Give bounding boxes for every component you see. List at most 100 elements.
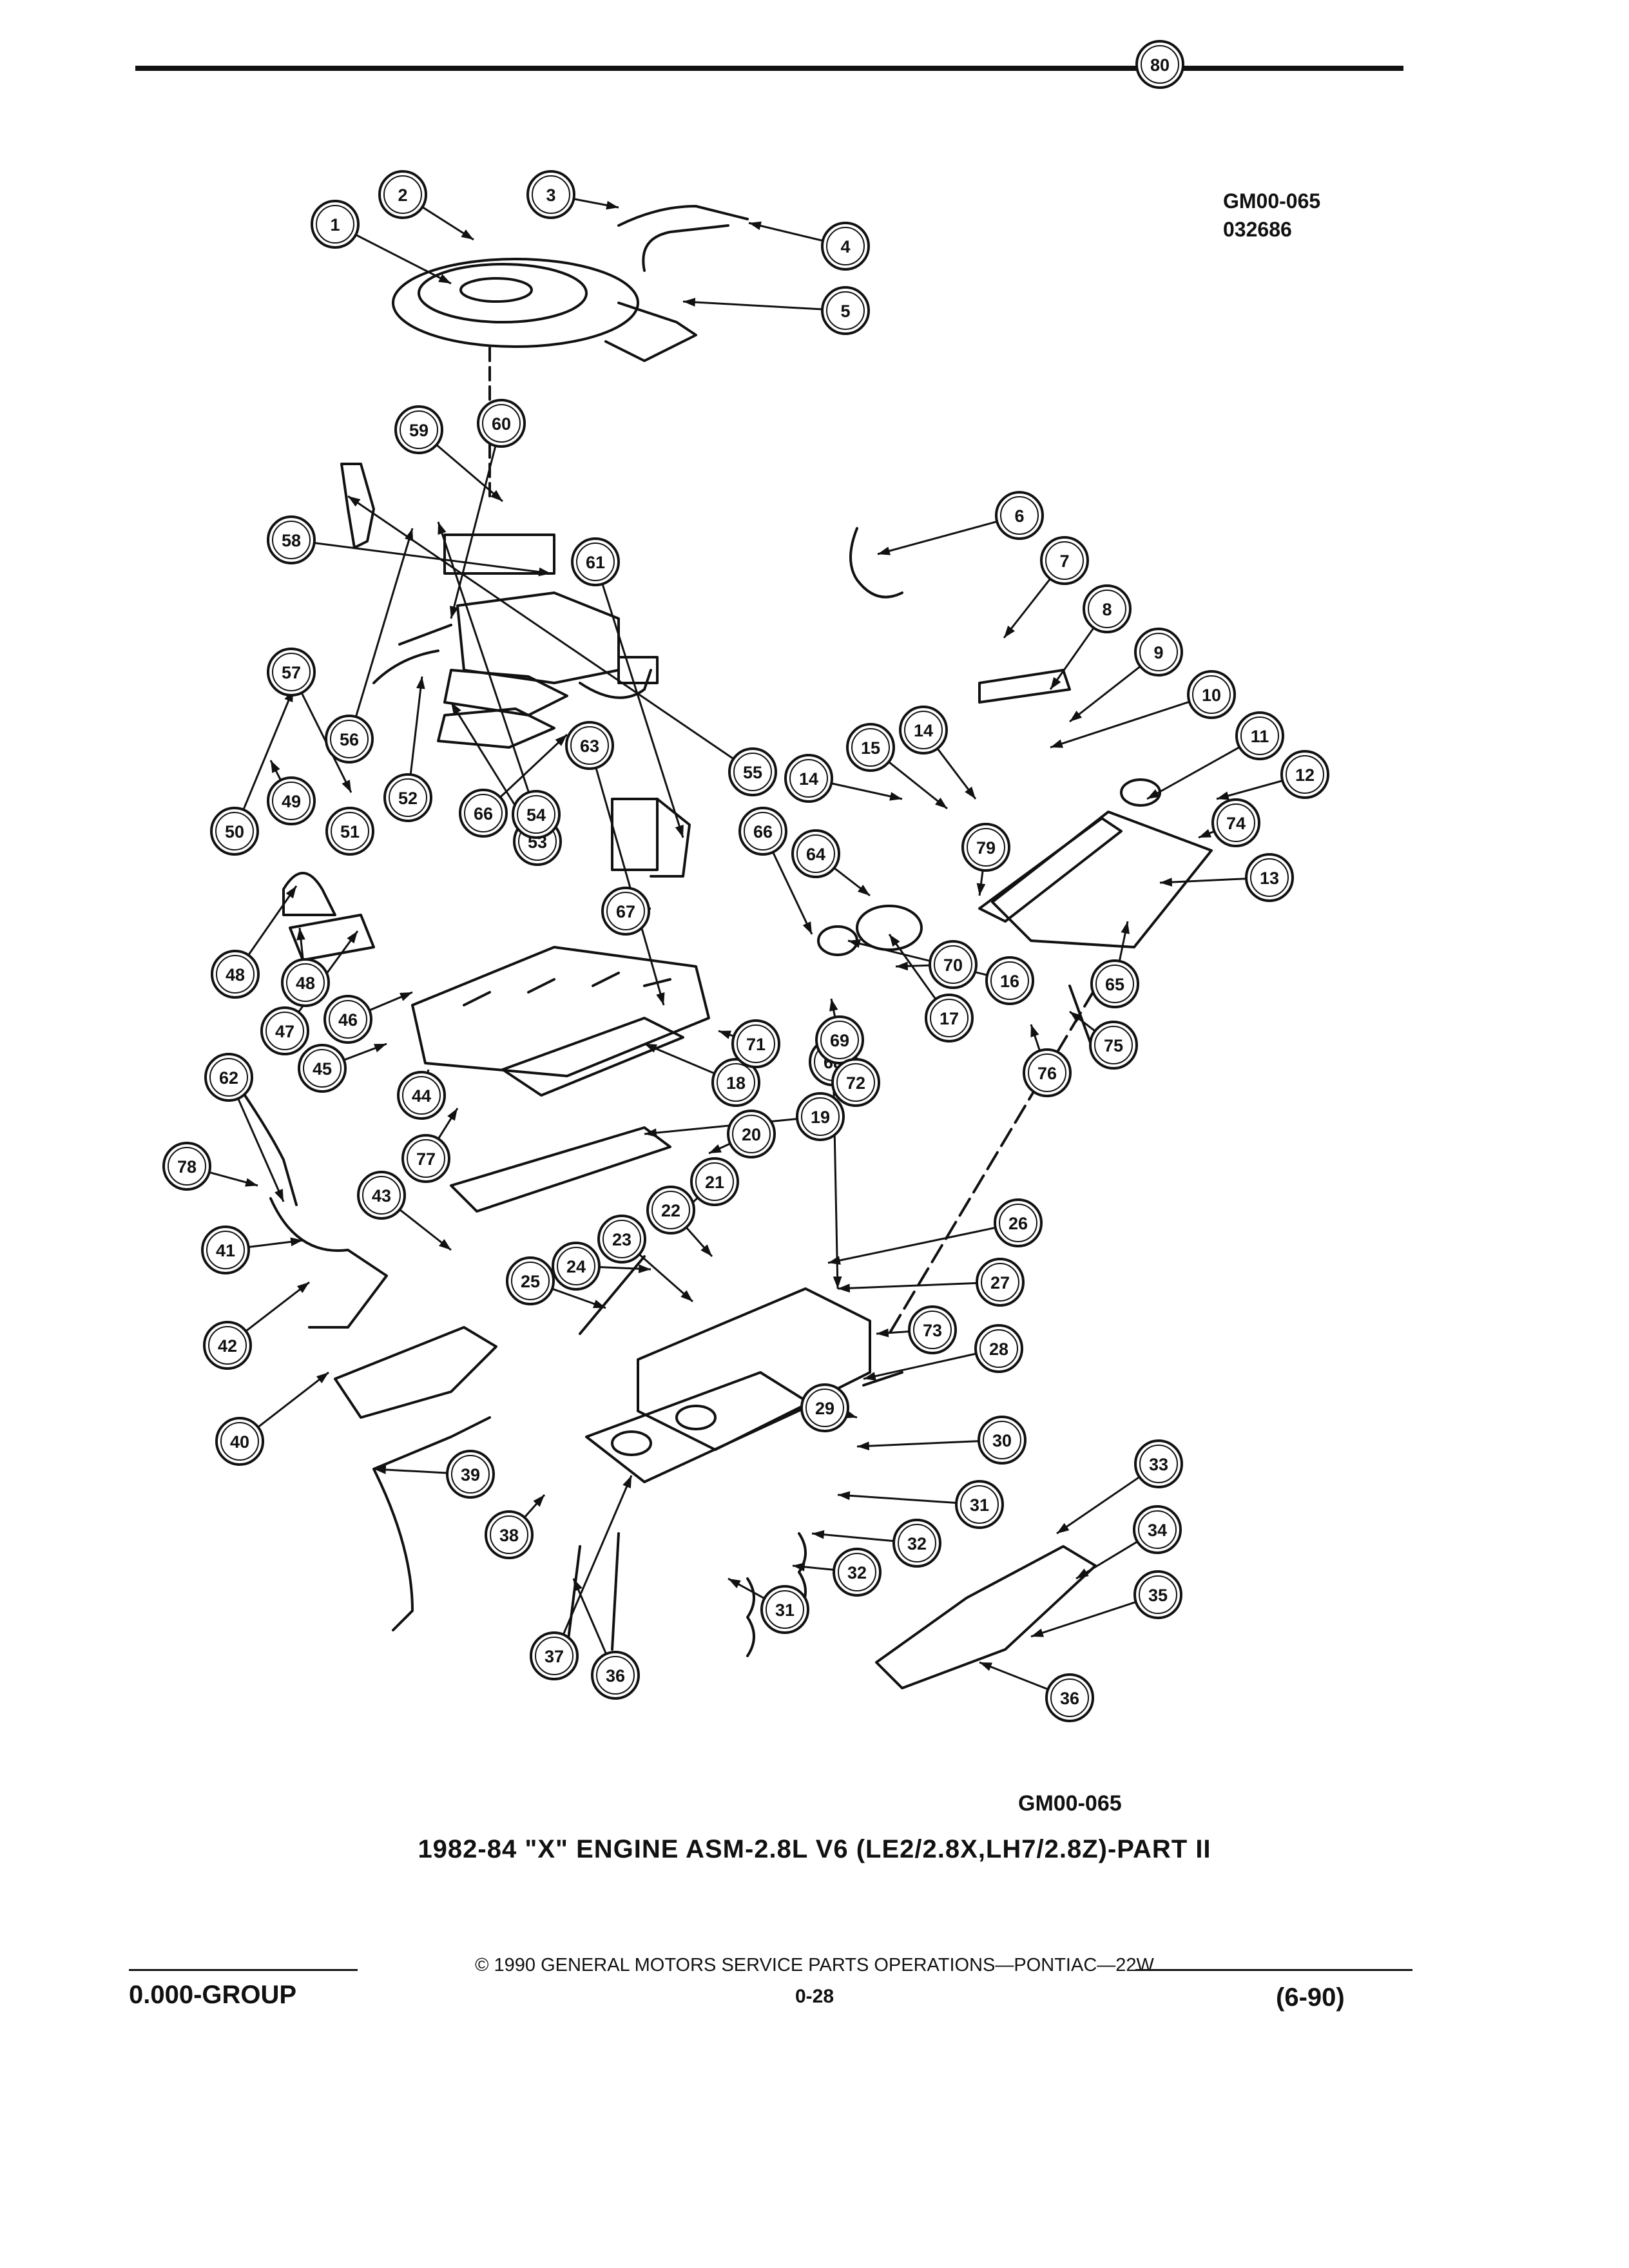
footer-group: 0.000-GROUP [129, 1981, 297, 2009]
callout-number: 28 [989, 1340, 1008, 1359]
leader-arrowhead [490, 490, 503, 501]
valve-spring-32b [746, 1577, 755, 1657]
leader-line [314, 542, 552, 575]
callout-9: 9 [1134, 628, 1183, 677]
callout-73: 73 [908, 1305, 957, 1354]
leader-arrowhead [450, 606, 459, 619]
leader-arrowhead [451, 702, 461, 715]
leader-line [450, 702, 526, 823]
leader-arrowhead [1076, 1568, 1089, 1579]
callout-39: 39 [446, 1450, 495, 1499]
callout-70: 70 [929, 940, 978, 989]
reference-code: GM00-065 032686 [1223, 187, 1320, 244]
top-rule [135, 66, 1403, 71]
leader-arrowhead [889, 934, 900, 947]
callout-48: 48 [211, 950, 260, 999]
callout-71: 71 [731, 1019, 780, 1068]
leader-arrowhead [838, 1283, 851, 1293]
leader-arrowhead [680, 1290, 693, 1302]
footer-date: (6-90) [1276, 1983, 1345, 2012]
leader-line [748, 222, 824, 242]
rocker-cover-gasket [978, 817, 1123, 923]
callout-14: 14 [899, 706, 948, 754]
leader-line [409, 676, 423, 775]
callout-40: 40 [215, 1417, 264, 1466]
callout-number: 6 [1014, 506, 1024, 526]
leader-line [772, 851, 813, 935]
leader-arrowhead [296, 928, 305, 941]
callout-19: 19 [796, 1092, 845, 1141]
head-gasket-41 [585, 1371, 813, 1483]
callout-number: 37 [545, 1647, 564, 1666]
callout-number: 19 [811, 1108, 830, 1127]
leader-arrowhead [447, 1108, 458, 1121]
intake-manifold-47 [411, 946, 710, 1077]
leader-arrowhead [878, 546, 891, 555]
callout-56: 56 [325, 715, 374, 764]
leader-arrowhead [348, 496, 361, 507]
leader-line [1069, 666, 1141, 723]
leader-line [355, 234, 452, 285]
callout-number: 55 [743, 763, 762, 782]
callout-23: 23 [597, 1215, 646, 1264]
intake-ports [463, 972, 671, 1006]
leader-line [450, 445, 497, 619]
leader-arrowhead [848, 939, 861, 948]
leader-line [877, 521, 998, 555]
callout-number: 44 [412, 1086, 431, 1106]
callout-number: 2 [398, 186, 407, 205]
leader-arrowhead [802, 921, 812, 934]
throttle-body-lower [443, 669, 568, 716]
callout-77: 77 [401, 1134, 450, 1183]
callout-number: 9 [1153, 643, 1163, 662]
leader-arrowhead [935, 797, 947, 809]
callout-number: 38 [499, 1526, 519, 1545]
callout-55: 55 [728, 747, 777, 796]
callout-number: 8 [1102, 600, 1112, 619]
leader-arrowhead [438, 522, 447, 535]
callout-52: 52 [383, 773, 432, 822]
callout-6: 6 [995, 491, 1044, 540]
leader-line [436, 444, 503, 503]
leader-arrowhead [829, 999, 838, 1012]
leader-arrowhead [1004, 625, 1015, 638]
leader-line [888, 761, 948, 810]
leader-line [837, 1494, 957, 1504]
leader-arrowhead [1121, 921, 1130, 934]
callout-59: 59 [394, 405, 443, 454]
callout-number: 59 [409, 421, 429, 440]
leader-arrowhead [285, 886, 296, 899]
callout-number: 58 [282, 531, 301, 550]
flex-hose [849, 527, 903, 599]
leader-arrowhead [416, 677, 425, 689]
callout-51: 51 [325, 807, 374, 856]
callout-27: 27 [976, 1258, 1025, 1307]
callout-17: 17 [925, 994, 974, 1043]
callout-number: 39 [461, 1465, 480, 1485]
callout-number: 22 [661, 1201, 680, 1220]
callout-number: 76 [1037, 1064, 1057, 1083]
leader-line [1146, 746, 1240, 800]
callout-number: 73 [923, 1321, 942, 1340]
callout-number: 36 [606, 1666, 625, 1686]
callout-43: 43 [357, 1171, 406, 1220]
leader-arrowhead [718, 1030, 731, 1039]
callout-number: 70 [943, 956, 963, 975]
leader-line [499, 733, 568, 798]
intake-gasket-18 [501, 1017, 684, 1097]
callout-18: 18 [711, 1058, 760, 1107]
egr-gasket-50 [289, 914, 375, 961]
leader-arrowhead [1147, 789, 1160, 799]
leader-line [1049, 627, 1095, 690]
callout-number: 60 [492, 414, 511, 434]
air-cleaner-lid [418, 263, 588, 323]
callout-number: 25 [521, 1272, 540, 1291]
leader-arrowhead [812, 1530, 825, 1539]
leader-arrowhead [347, 931, 358, 944]
callout-7: 7 [1040, 536, 1089, 585]
callout-42: 42 [203, 1321, 252, 1370]
callout-number: 75 [1104, 1036, 1123, 1055]
callout-31: 31 [955, 1480, 1004, 1529]
callout-number: 74 [1226, 814, 1246, 833]
